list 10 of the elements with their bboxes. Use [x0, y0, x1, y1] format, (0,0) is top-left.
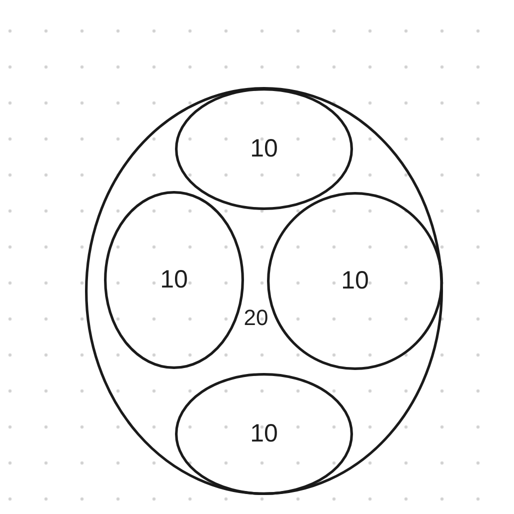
number-label: 10	[341, 268, 369, 294]
number-label: 20	[244, 307, 268, 329]
inner-ellipse	[175, 373, 353, 495]
outer-ellipse	[85, 87, 443, 495]
number-label: 10	[250, 422, 278, 446]
number-label: 10	[250, 136, 278, 162]
inner-ellipse	[104, 191, 244, 369]
inner-ellipse	[175, 88, 353, 210]
number-label: 10	[160, 268, 188, 292]
inner-ellipse	[267, 192, 443, 370]
